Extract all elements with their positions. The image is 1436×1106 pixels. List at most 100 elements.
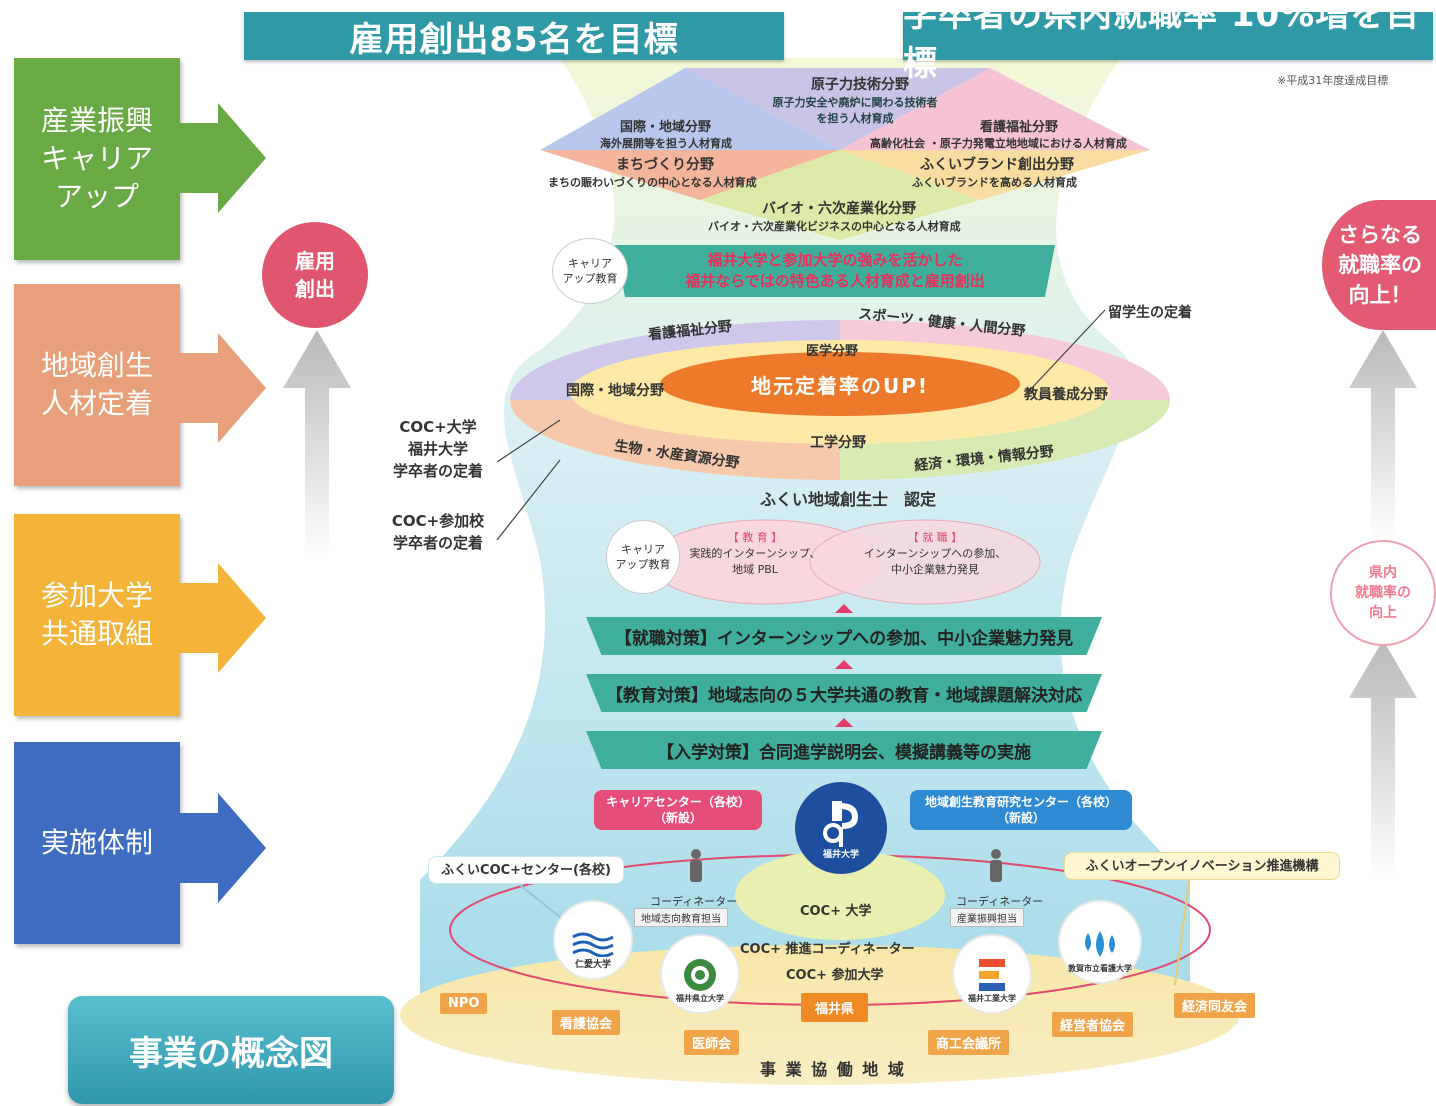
fukui-tech-univ-logo: 福井工業大学 xyxy=(952,934,1032,1014)
univ-logo-label: 福井工業大学 xyxy=(968,994,1016,1003)
person-icon xyxy=(690,849,702,882)
org-kango-kyokai: 看護協会 xyxy=(552,1010,621,1035)
fukui-prefectural-univ-logo: 福井県立大学 xyxy=(660,934,740,1014)
category-line: 実施体制 xyxy=(40,826,153,859)
career-up-label-venn: キャリア アップ教育 xyxy=(606,520,680,594)
badge-line: 地域創生教育研究センター（各校） xyxy=(924,795,1117,809)
stage-shushoku: 【就職対策】インターンシップへの参加、中小企業魅力発見 xyxy=(586,617,1102,655)
field-machi-shape xyxy=(540,150,840,200)
badge-line: （新設） xyxy=(653,811,702,825)
category-arrows xyxy=(178,103,266,903)
stage-connector xyxy=(835,604,853,613)
field-kango: 看護福祉分野 高齢化社会 ・原子力発電立地地域における人材育成 xyxy=(870,116,1127,151)
jin-ai-wave-icon xyxy=(572,932,614,957)
circle-line: 創出 xyxy=(295,277,335,301)
leader-line: 学卒者の定着 xyxy=(392,534,483,552)
badge-line: （新設） xyxy=(996,811,1045,825)
venn-line: 中小企業魅力発見 xyxy=(891,563,979,576)
category-chiiki-sosei: 地域創生 人材定着 xyxy=(14,284,180,486)
field-sub: 海外展開等を担う人材育成 xyxy=(600,137,732,150)
coordinator-left-sub: 地域志向教育担当 xyxy=(634,908,728,927)
tsuruga-nursing-univ-logo: 敦賀市立看護大学 xyxy=(1058,900,1142,984)
org-shokokaigisho: 商工会議所 xyxy=(928,1030,1010,1055)
field-title: ふくいブランド創出分野 xyxy=(920,157,1074,173)
circle-line: 県内 xyxy=(1369,565,1397,581)
concept-diagram-button[interactable]: 事業の概念図 xyxy=(68,996,394,1104)
venn-left-text: 【 教 育 】 実践的インターンシップ、 地域 PBL xyxy=(680,530,830,578)
category-line: 人材定着 xyxy=(40,387,153,420)
open-innovation-badge: ふくいオープンイノベーション推進機構 xyxy=(1064,852,1340,880)
right-up-arrow-top xyxy=(1349,330,1417,540)
chiiki-center-badge: 地域創生教育研究センター（各校） （新設） xyxy=(910,790,1132,830)
leader-line: COC+大学 xyxy=(399,418,477,436)
field-title: 国際・地域分野 xyxy=(620,120,712,135)
category-jisshi-taisei: 実施体制 xyxy=(14,742,180,944)
org-fukui-ken: 福井県 xyxy=(801,993,869,1022)
venn-right-text: 【 就 職 】 インターンシップへの参加、 中小企業魅力発見 xyxy=(850,530,1020,578)
leader-line-ryugaku xyxy=(1029,309,1106,391)
leader-line: 学卒者の定着 xyxy=(392,462,483,480)
category-line: 地域創生 xyxy=(40,349,153,382)
kennai-kojo-circle: 県内 就職率の 向上 xyxy=(1330,540,1436,646)
ring-center-text: 地元定着率のUP! xyxy=(750,374,930,398)
circle-line: 就職率の xyxy=(1355,585,1411,601)
badge-line: キャリアセンター（各校） xyxy=(606,795,750,809)
venn-right-shape xyxy=(809,519,1041,605)
field-sub: 原子力安全や廃炉に関わる技術者を担う人材育成 xyxy=(772,96,938,125)
field-kokusai: 国際・地域分野 海外展開等を担う人材育成 xyxy=(600,116,732,151)
coc-suishin-label: COC+ 推進コーディネーター xyxy=(740,942,915,957)
univ-logo-label: 敦賀市立看護大学 xyxy=(1068,964,1132,973)
org-keieisha-kyokai: 経営者協会 xyxy=(1052,1012,1134,1037)
tech-univ-emblem-icon xyxy=(979,959,1005,991)
person-icon xyxy=(990,849,1002,882)
field-genshiryoku-shape xyxy=(685,68,990,150)
category-line: キャリア xyxy=(40,142,153,175)
field-sub: バイオ・六次産業化ビジネスの中心となる人材育成 xyxy=(708,220,961,233)
field-bio: バイオ・六次産業化分野 バイオ・六次産業化ビジネスの中心となる人材育成 xyxy=(708,198,961,234)
fukui-univ-logo-label: 福井大学 xyxy=(822,849,859,860)
career-line: キャリア xyxy=(568,257,612,270)
venn-head: 【 教 育 】 xyxy=(727,531,783,544)
circle-line: 雇用 xyxy=(295,249,335,273)
sarani-kojo-circle: さらなる 就職率の 向上！ xyxy=(1322,200,1436,330)
leader-line-sanka xyxy=(496,459,561,541)
career-center-badge: キャリアセンター（各校） （新設） xyxy=(594,790,762,830)
ryugakusei-label: 留学生の定着 xyxy=(1108,305,1192,321)
ring-core-shape xyxy=(660,352,1020,416)
stage-connector xyxy=(835,660,853,669)
leader-line: COC+参加校 xyxy=(391,512,485,530)
univ-logo-label: 仁愛大学 xyxy=(574,960,611,970)
career-line: キャリア xyxy=(621,543,665,556)
coc-sanka-label: COC+ 参加大学 xyxy=(786,968,884,983)
circle-line: 向上！ xyxy=(1348,283,1412,307)
nursing-univ-drop-icon xyxy=(1085,931,1115,957)
leader-coc-sanka: COC+参加校 学卒者の定着 xyxy=(378,510,498,554)
field-machizukuri: まちづくり分野 まちの賑わいづくりの中心となる人材育成 xyxy=(548,154,757,190)
field-sub: ふくいブランドを高める人材育成 xyxy=(912,176,1077,189)
category-arrow-green xyxy=(178,103,266,213)
category-line: アップ xyxy=(54,180,139,213)
venn-head: 【 就 職 】 xyxy=(907,531,963,544)
leader-coc-daigaku: COC+大学 福井大学 学卒者の定着 xyxy=(378,416,498,482)
career-line: アップ教育 xyxy=(615,558,671,571)
category-arrow-salmon xyxy=(178,333,266,443)
category-sangyo-career: 産業振興 キャリア アップ xyxy=(14,58,180,260)
field-title: 原子力技術分野 xyxy=(811,77,909,93)
coc-center-ellipse xyxy=(735,850,945,940)
category-arrow-blue xyxy=(178,793,266,903)
field-sub: まちの賑わいづくりの中心となる人材育成 xyxy=(548,176,757,189)
career-band-line: 福井ならではの特色ある人材育成と雇用創出 xyxy=(685,272,985,290)
banner-shushoku-target: 学卒者の県内就職率 10%増を目標 xyxy=(903,0,1433,84)
right-up-arrow-bottom xyxy=(1349,640,1417,880)
category-line: 共通取組 xyxy=(40,617,153,650)
ring-igaku: 医学分野 xyxy=(806,344,859,359)
circle-line: さらなる xyxy=(1338,223,1422,247)
kyodo-chiiki-label: 事 業 協 働 地 域 xyxy=(760,1060,906,1079)
stage-connector xyxy=(835,718,853,727)
field-kokusai-shape xyxy=(540,68,840,150)
left-up-arrow xyxy=(283,330,351,560)
field-title: バイオ・六次産業化分野 xyxy=(762,201,916,217)
target-year-note: ※平成31年度達成目標 xyxy=(1277,74,1389,87)
banner-koyou-target: 雇用創出85名を目標 xyxy=(244,12,784,60)
coordinator-right-sub: 産業振興担当 xyxy=(950,908,1024,927)
